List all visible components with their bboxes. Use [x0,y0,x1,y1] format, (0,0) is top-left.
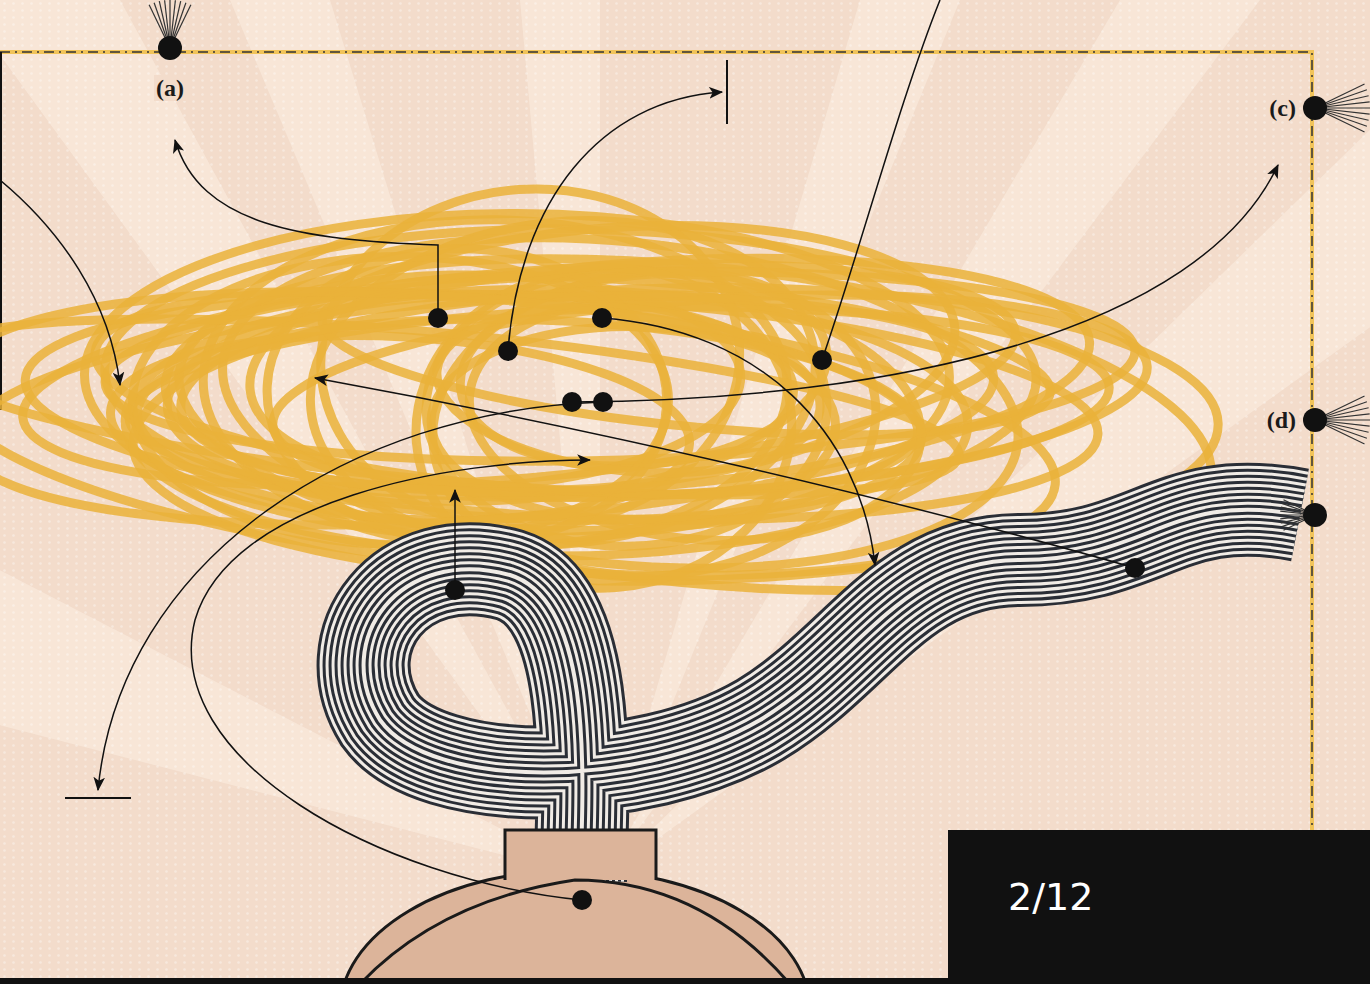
junction-dot [812,350,832,370]
junction-dot [498,341,518,361]
strand [364,510,1300,880]
strand [364,510,1300,880]
strand [364,510,1300,880]
junction-dot [572,890,592,910]
junction-dot [592,308,612,328]
leader-arrow [454,490,456,590]
stop-bar [726,60,728,124]
junction-dot [1303,408,1327,432]
strand [364,510,1300,880]
strand [364,510,1300,880]
strand [364,510,1300,880]
leader-arrow [98,402,603,790]
leader-arrow [0,180,120,385]
leader-arrow [822,0,940,360]
leader-arrow [602,318,875,565]
leader-arrow [175,140,438,318]
leader-arrow [508,92,722,350]
junction-dot [593,392,613,412]
page-number-box: 2/12 [948,830,1370,984]
shoulder-line [360,880,790,984]
strand [364,510,1300,880]
callout-letter: (d) [1265,407,1298,433]
page-number: 2/12 [1008,875,1093,919]
strand [364,510,1300,880]
edge-line [0,52,2,410]
leader-arrow [191,460,590,900]
leader-arrow [572,165,1278,402]
strand-bundle [364,510,1300,880]
junction-dot [1303,503,1327,527]
leader-arrows [0,0,1278,900]
strand [364,510,1300,880]
junction-dot [158,36,182,60]
scribble-loop [173,230,1098,521]
neck [505,830,656,880]
head [340,870,810,984]
junction-dot [562,392,582,412]
leader-arrow [315,378,1135,568]
strand [364,510,1300,880]
junction-dot [1125,558,1145,578]
strand [364,510,1300,880]
callout-letter: (a) [154,75,186,101]
strand [364,510,1300,880]
strand [364,510,1300,880]
junction-dot [1303,96,1327,120]
strand [364,510,1300,880]
strand [364,510,1300,880]
dots [158,36,1327,910]
callout-letter: (c) [1267,95,1298,121]
junction-dot [428,308,448,328]
stop-bar [65,797,131,799]
junction-dot [445,580,465,600]
strand [364,510,1300,880]
